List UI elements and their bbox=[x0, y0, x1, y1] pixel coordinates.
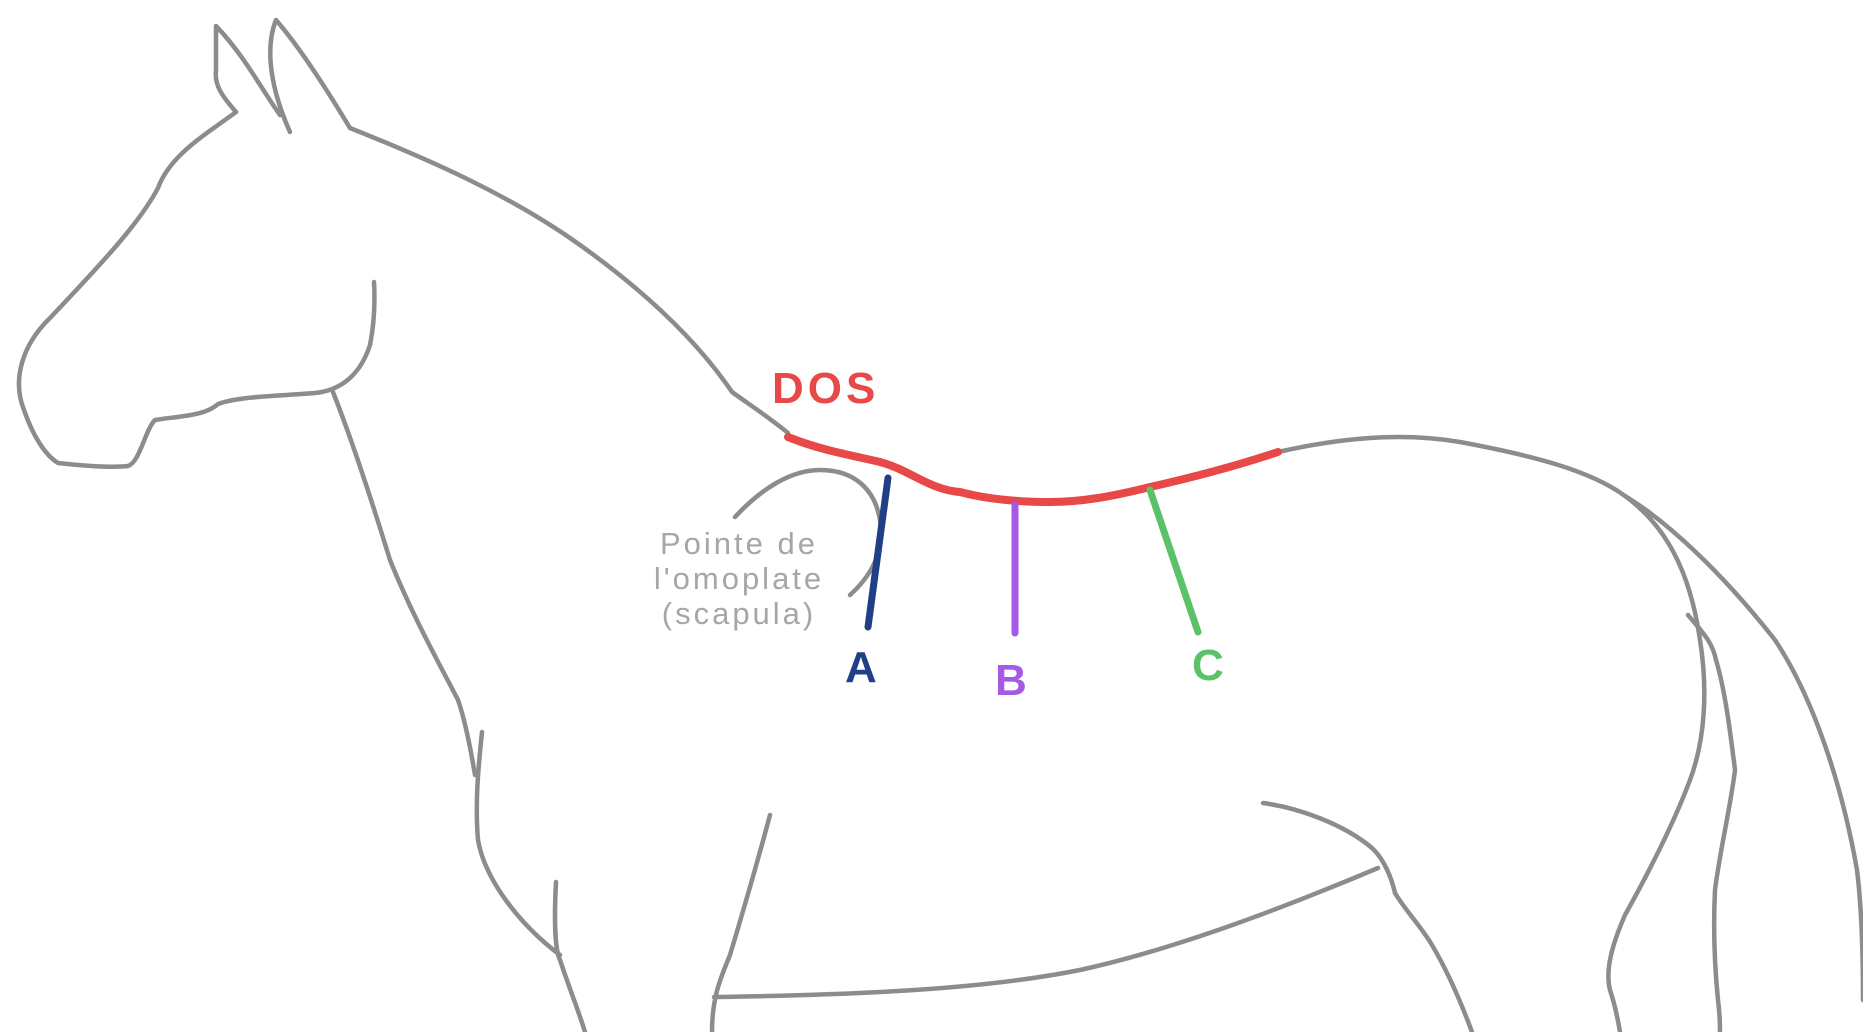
scapula-label-line3: (scapula) bbox=[662, 596, 817, 631]
horse-ear-front bbox=[268, 17, 353, 135]
horse-belly bbox=[711, 865, 1381, 1000]
marker-label-c: C bbox=[1192, 641, 1224, 690]
horse-croup bbox=[1275, 434, 1707, 1032]
marker-label-b: B bbox=[995, 656, 1027, 705]
dos-back-line bbox=[784, 433, 1282, 506]
scapula-label: Pointe de l'omoplate (scapula) bbox=[654, 526, 824, 631]
horse-stifle bbox=[1260, 800, 1475, 1032]
horse-neck-crest bbox=[347, 125, 791, 436]
scapula-label-line2: l'omoplate bbox=[654, 561, 824, 596]
marker-line-c bbox=[1146, 486, 1202, 636]
horse-tail bbox=[1622, 493, 1863, 1003]
horse-neck-front bbox=[330, 389, 478, 778]
horse-front-leg-back bbox=[709, 812, 773, 1032]
scapula-label-line1: Pointe de bbox=[660, 526, 818, 561]
horse-ear-back bbox=[213, 23, 283, 118]
horse-outline bbox=[16, 17, 1863, 1032]
horse-head-neck-top bbox=[16, 109, 377, 470]
horse-front-leg-front bbox=[552, 879, 588, 1032]
horse-chest bbox=[474, 729, 563, 958]
dos-label: DOS bbox=[772, 364, 879, 413]
marker-line-a bbox=[864, 474, 892, 631]
marker-label-a: A bbox=[845, 643, 877, 692]
horse-tail-inner bbox=[1685, 612, 1738, 1032]
